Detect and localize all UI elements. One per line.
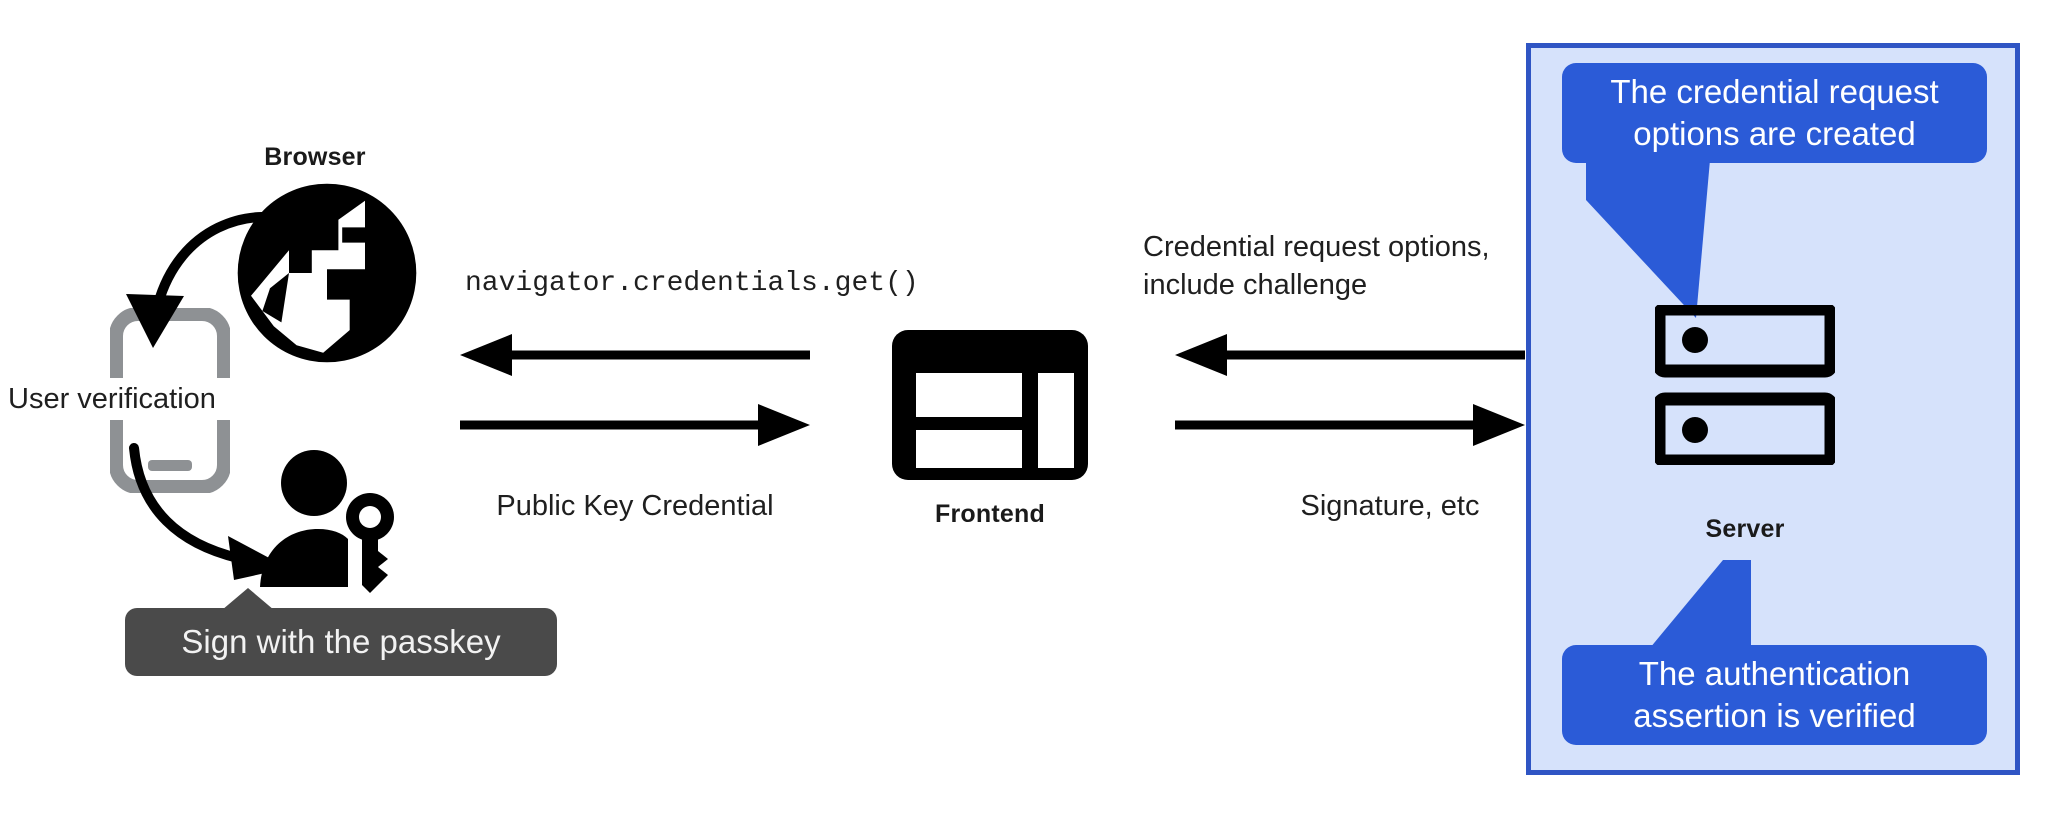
- frontend-to-server-arrow: [1175, 404, 1525, 446]
- public-key-credential-label: Public Key Credential: [496, 490, 774, 522]
- assertion-verified-callout: The authentication assertion is verified: [1562, 645, 1987, 745]
- frontend-window-icon: [892, 330, 1088, 480]
- sign-with-passkey-tooltip: Sign with the passkey: [125, 608, 557, 676]
- credential-request-options-label: Credential request options, include chal…: [1143, 231, 1490, 302]
- user-verification-label: User verification: [8, 378, 258, 421]
- browser-to-phone-arrow: [126, 211, 300, 348]
- browser-to-frontend-arrow: [460, 404, 810, 446]
- options-created-callout: The credential request options are creat…: [1562, 63, 1987, 163]
- server-label: Server: [1705, 515, 1785, 543]
- frontend-to-browser-arrow: [460, 334, 810, 376]
- browser-label: Browser: [264, 143, 366, 171]
- options-created-callout-tail: [1586, 160, 1710, 318]
- frontend-label: Frontend: [935, 500, 1045, 528]
- server-rack-icon: [1655, 305, 1835, 465]
- signature-etc-label: Signature, etc: [1300, 490, 1480, 522]
- server-to-frontend-arrow: [1175, 334, 1525, 376]
- navigator-credentials-get-label: navigator.credentials.get(): [465, 268, 919, 299]
- globe-icon: [237, 183, 417, 363]
- person-with-key-icon: [260, 450, 394, 593]
- sign-with-passkey-tooltip-notch: [222, 588, 274, 610]
